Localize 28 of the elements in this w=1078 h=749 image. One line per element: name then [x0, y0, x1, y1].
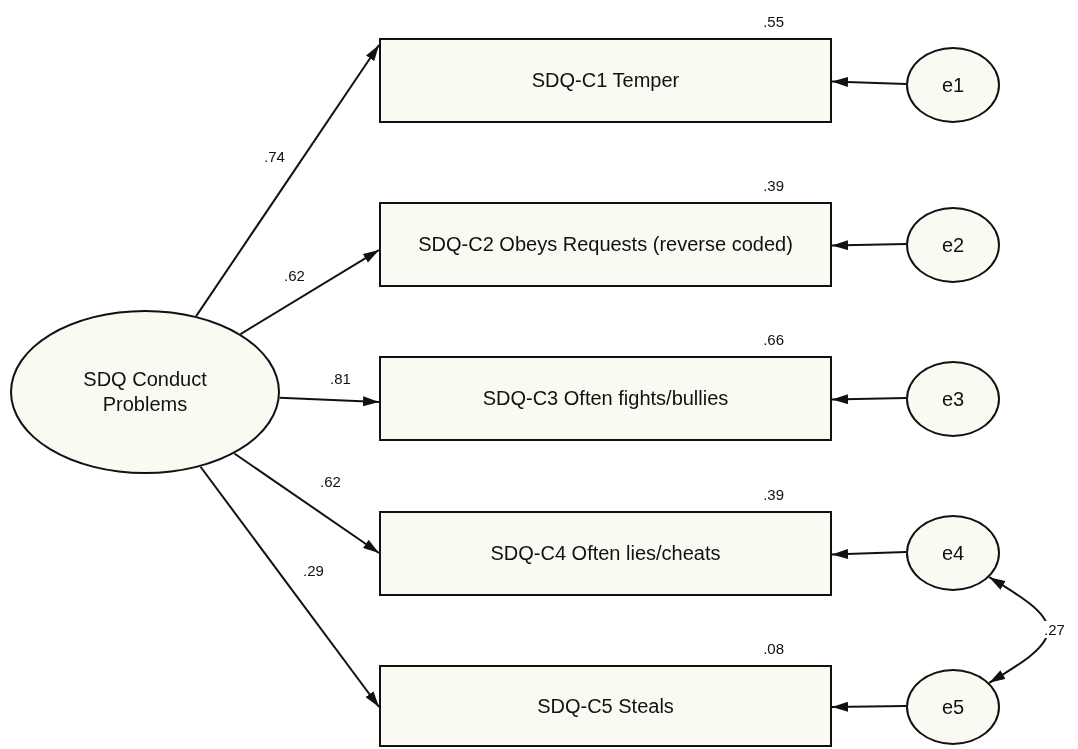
variable-label: SDQ-C5 Steals: [537, 693, 674, 719]
r-squared-value: .55: [763, 13, 784, 30]
r-squared-value: .39: [763, 177, 784, 194]
r-squared-value: .66: [763, 331, 784, 348]
r-squared-value: .39: [763, 486, 784, 503]
variable-label: SDQ-C1 Temper: [531, 68, 680, 93]
variable-label: SDQ-C4 Often lies/cheats: [490, 541, 721, 566]
variable-label: e2: [941, 232, 965, 258]
arrow: [278, 396, 380, 407]
variable-label: SDQ-C3 Often fights/bullies: [482, 386, 729, 411]
r-squared-value: .08: [763, 640, 784, 657]
arrow: [239, 249, 380, 336]
arrow: [831, 240, 907, 251]
arrow: [233, 452, 380, 554]
variable-label: e4: [941, 540, 965, 566]
arrow: [199, 465, 380, 708]
edge-label: .27: [1042, 621, 1067, 638]
arrow: [988, 576, 1049, 684]
arrow: [831, 394, 907, 405]
arrow: [831, 548, 907, 559]
variable-label: e5: [941, 694, 965, 720]
arrow: [831, 701, 907, 712]
variable-label: e3: [941, 386, 965, 412]
arrow: [831, 77, 907, 88]
arrow: [195, 44, 380, 318]
variable-label: SDQ Conduct Problems: [82, 367, 208, 417]
variable-label: e1: [941, 72, 965, 98]
variable-label: SDQ-C2 Obeys Requests (reverse coded): [418, 232, 793, 257]
